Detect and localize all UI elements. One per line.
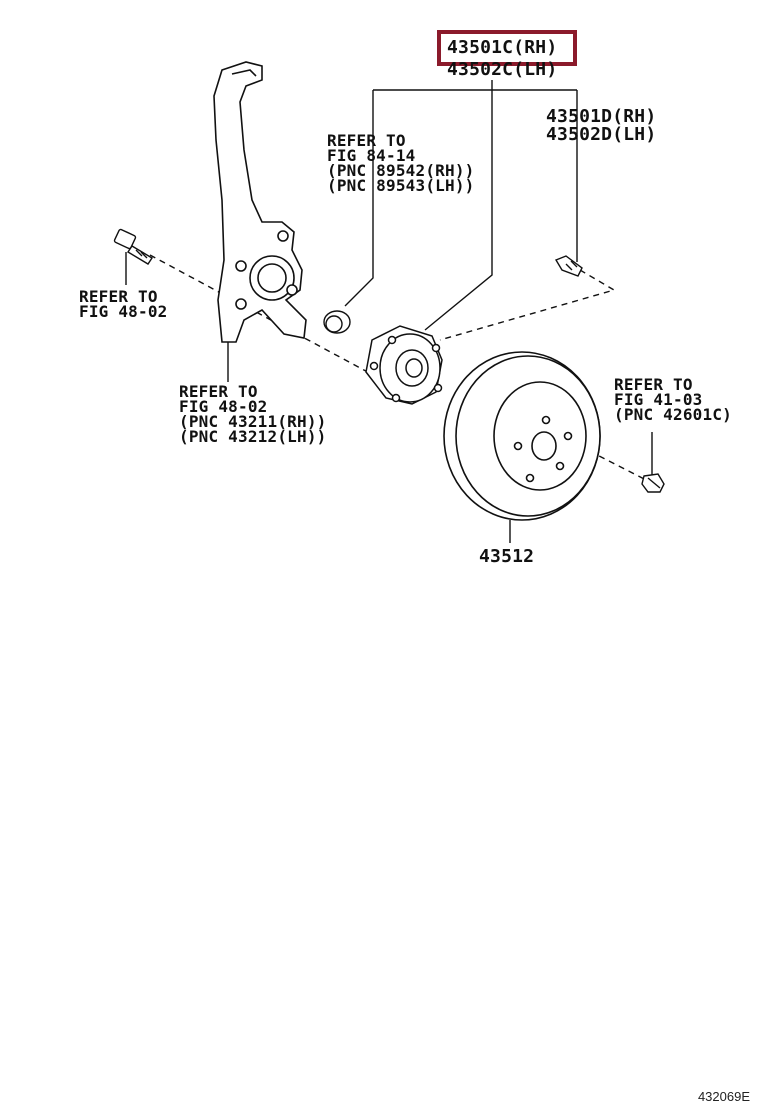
ref-nut[interactable]: REFER TO FIG 41-03 (PNC 42601C) xyxy=(614,375,732,424)
ref-sensor-line-4: (PNC 89543(LH)) xyxy=(327,176,475,195)
part-number-43501c-rh[interactable]: 43501C(RH) xyxy=(447,37,558,58)
sensor-cap xyxy=(323,310,351,334)
knuckle-bolt xyxy=(113,228,153,265)
hub-bearing xyxy=(365,325,443,405)
ref-knuckle[interactable]: REFER TO FIG 48-02 (PNC 43211(RH)) (PNC … xyxy=(179,382,327,446)
ref-sensor-line-1: REFER TO xyxy=(327,131,406,150)
leader-main-hub xyxy=(344,80,578,331)
wheel-nut xyxy=(641,473,665,493)
ref-nut-line-2: FIG 41-03 xyxy=(614,390,703,409)
steering-knuckle xyxy=(213,61,307,343)
ref-nut-line-3: (PNC 42601C) xyxy=(614,405,732,424)
ref-bolt[interactable]: REFER TO FIG 48-02 xyxy=(79,287,168,321)
brake-rotor xyxy=(443,351,601,521)
part-number-43502d-lh[interactable]: 43502D(LH) xyxy=(546,124,657,145)
ref-sensor-line-2: FIG 84-14 xyxy=(327,146,416,165)
ref-knuckle-line-1: REFER TO xyxy=(179,382,258,401)
axis-line-stud xyxy=(439,269,616,341)
ref-knuckle-line-2: FIG 48-02 xyxy=(179,397,268,416)
ref-sensor[interactable]: REFER TO FIG 84-14 (PNC 89542(RH)) (PNC … xyxy=(327,131,475,195)
part-number-43512[interactable]: 43512 xyxy=(479,546,535,567)
ref-knuckle-line-4: (PNC 43212(LH)) xyxy=(179,427,327,446)
selected-part-highlight xyxy=(437,30,577,66)
figure-id: 432069E xyxy=(697,1089,750,1104)
hub-stud xyxy=(554,255,583,277)
ref-nut-line-1: REFER TO xyxy=(614,375,693,394)
ref-knuckle-line-3: (PNC 43211(RH)) xyxy=(179,412,327,431)
ref-bolt-line-1: REFER TO xyxy=(79,287,158,306)
ref-bolt-line-2: FIG 48-02 xyxy=(79,302,168,321)
ref-sensor-line-3: (PNC 89542(RH)) xyxy=(327,161,475,180)
part-number-43502c-lh[interactable]: 43502C(LH) xyxy=(447,59,558,80)
part-number-43501d-rh[interactable]: 43501D(RH) xyxy=(546,106,657,127)
